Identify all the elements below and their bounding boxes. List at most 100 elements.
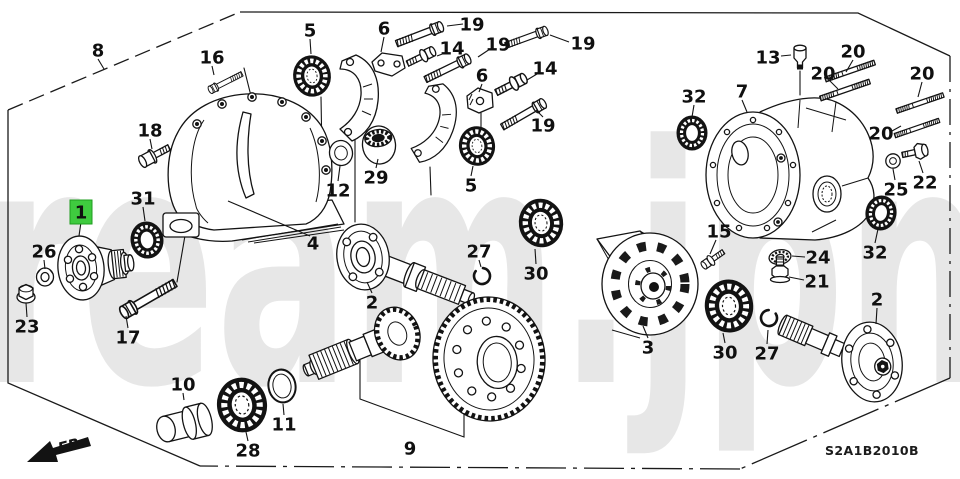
callout-number: 17 [115, 328, 140, 349]
callout-25[interactable]: 25 [883, 168, 909, 201]
part-29-bearing [361, 125, 397, 165]
leader-line [828, 79, 839, 90]
callout-number: 18 [137, 121, 162, 142]
callout-number: 28 [235, 441, 260, 462]
callout-29[interactable]: 29 [363, 158, 389, 189]
fr-arrow-icon [27, 437, 91, 462]
callout-6-right[interactable]: 6 [476, 66, 489, 93]
callout-number: 30 [712, 343, 737, 364]
callout-20-2[interactable]: 20 [810, 64, 839, 90]
leader-line [780, 54, 792, 57]
part-19-bolt-1 [393, 19, 446, 50]
callout-32-right[interactable]: 32 [862, 228, 888, 264]
leader-line [788, 276, 805, 281]
leader-line [477, 48, 491, 58]
callout-5-mid[interactable]: 5 [465, 165, 478, 197]
callout-6-left[interactable]: 6 [378, 19, 391, 53]
part-13-breather-plug [793, 44, 807, 70]
callout-number: 10 [170, 375, 195, 396]
callout-number: 20 [810, 64, 835, 85]
part-18-bolt [137, 144, 172, 169]
callout-number: 20 [868, 124, 893, 145]
callout-number: 20 [909, 64, 934, 85]
callout-number: 19 [530, 116, 555, 137]
callout-number: 31 [130, 189, 155, 210]
callout-30-right[interactable]: 30 [712, 332, 738, 364]
leader-line [722, 332, 726, 344]
callout-1[interactable]: 1 [69, 199, 93, 237]
part-2-flange-left [336, 223, 476, 305]
callout-11[interactable]: 11 [271, 403, 297, 436]
callout-22[interactable]: 22 [912, 160, 938, 194]
callout-8[interactable]: 8 [92, 41, 105, 70]
callout-19-2[interactable]: 19 [477, 35, 511, 58]
parts-layer [16, 19, 945, 443]
callout-number: 30 [523, 264, 548, 285]
callout-18[interactable]: 18 [137, 121, 163, 150]
callout-27-left[interactable]: 27 [466, 242, 492, 268]
part-14-bolt-left [403, 43, 439, 71]
callout-2-right[interactable]: 2 [871, 290, 884, 325]
part-10-spacer [156, 402, 213, 443]
leader-line [245, 431, 249, 442]
leader-line [874, 228, 879, 244]
callout-15[interactable]: 15 [706, 222, 732, 255]
callout-32-left[interactable]: 32 [681, 87, 707, 118]
callout-17[interactable]: 17 [115, 315, 141, 349]
callout-number: 5 [465, 176, 478, 197]
callout-24[interactable]: 24 [791, 248, 831, 269]
callout-4[interactable]: 4 [227, 200, 320, 255]
leader-line [892, 168, 896, 181]
callout-3[interactable]: 3 [642, 325, 655, 359]
leader-line [918, 160, 924, 174]
callout-31[interactable]: 31 [130, 189, 156, 222]
callout-number: 29 [363, 168, 388, 189]
callout-number: 9 [404, 439, 417, 460]
callout-9[interactable]: 9 [359, 360, 465, 460]
part-2-flange-right [777, 314, 903, 403]
callout-30-left[interactable]: 30 [523, 248, 549, 285]
callout-16[interactable]: 16 [199, 48, 225, 76]
callout-19-3[interactable]: 19 [549, 34, 596, 55]
part-7-carrier-housing [705, 97, 875, 241]
callout-number: 13 [755, 48, 780, 69]
callout-14-right[interactable]: 14 [526, 59, 558, 81]
callout-23[interactable]: 23 [14, 302, 40, 338]
callout-14-left[interactable]: 14 [436, 39, 465, 60]
leader-line [125, 315, 129, 329]
callout-number: 19 [459, 15, 484, 36]
callout-number: 5 [304, 21, 317, 42]
part-1-companion-flange [57, 235, 135, 301]
callout-20-4[interactable]: 20 [868, 124, 902, 145]
leader-line [791, 255, 806, 258]
callout-19-4[interactable]: 19 [530, 109, 556, 137]
callout-28[interactable]: 28 [235, 431, 261, 462]
leader-line [366, 281, 373, 294]
leader-line [526, 73, 538, 81]
callout-7[interactable]: 7 [736, 82, 749, 113]
callout-10[interactable]: 10 [170, 375, 196, 401]
callout-21[interactable]: 21 [788, 272, 830, 293]
callout-number: 25 [883, 180, 908, 201]
leader-line [549, 34, 570, 43]
leader-line [845, 59, 854, 73]
callout-number: 19 [485, 35, 510, 56]
callout-number: 4 [307, 234, 320, 255]
callout-2-left[interactable]: 2 [366, 281, 379, 314]
callout-number: 6 [476, 66, 489, 87]
callout-number: 14 [439, 39, 464, 60]
callout-26[interactable]: 26 [31, 242, 57, 270]
callout-13[interactable]: 13 [755, 48, 792, 69]
callout-number: 1 [75, 203, 88, 224]
callout-20-3[interactable]: 20 [909, 64, 935, 98]
leader-line [142, 206, 146, 222]
callout-19-1[interactable]: 19 [446, 15, 485, 36]
callout-5-top[interactable]: 5 [304, 21, 317, 55]
part-12-washer [328, 139, 354, 167]
callout-27-right[interactable]: 27 [754, 329, 780, 365]
leader-line [227, 200, 311, 237]
callout-number: 6 [378, 19, 391, 40]
callout-20-1[interactable]: 20 [840, 42, 866, 73]
callout-12[interactable]: 12 [325, 165, 351, 202]
callout-number: 24 [805, 248, 830, 269]
